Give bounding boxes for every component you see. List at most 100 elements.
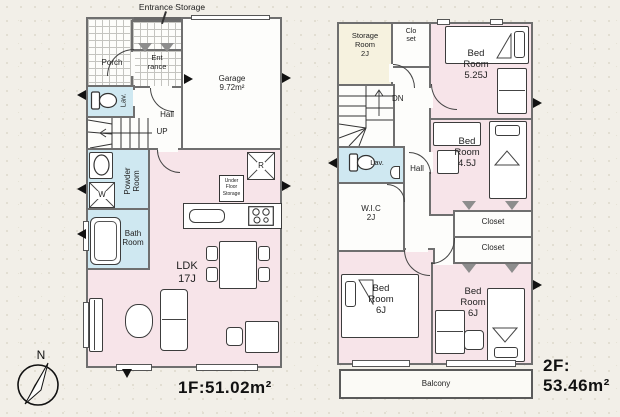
window <box>116 364 152 371</box>
bed-icon <box>487 288 525 362</box>
washer-icon: W <box>89 182 115 208</box>
vent-triangle-icon <box>122 369 132 378</box>
chair-icon <box>206 267 218 282</box>
label-ldk: LDK 17J <box>176 260 198 285</box>
blanket-fold <box>496 33 512 59</box>
desk-icon <box>437 150 459 174</box>
chair-icon <box>464 330 484 350</box>
garage-shutter <box>191 15 270 20</box>
room-closet-b <box>453 236 533 264</box>
compass-north-label: N <box>37 348 46 362</box>
label-up: UP <box>156 127 168 136</box>
label-closet-b: Closet <box>481 243 505 252</box>
label-lav-1f: Lav. <box>118 93 128 108</box>
label-porch: Porch <box>101 58 123 67</box>
label-garage: Garage 9.72m² <box>218 74 246 93</box>
closet-fold-icon <box>462 264 476 273</box>
label-bedroom-6-right: Bed Room 6J <box>460 286 486 320</box>
closet-fold-icon <box>138 43 152 52</box>
label-under-floor-storage: Under Floor Storage <box>222 178 241 197</box>
stairs-2f <box>337 84 395 148</box>
vent-triangle-icon <box>282 73 291 83</box>
desk-icon <box>497 68 527 114</box>
window <box>446 360 516 367</box>
room-entrance <box>131 49 183 88</box>
closet-fold-icon <box>160 43 174 52</box>
blanket-fold <box>358 279 374 305</box>
label-hall-2f: Hall <box>410 164 424 173</box>
window <box>83 302 89 348</box>
blanket-fold <box>492 327 518 343</box>
toilet-icon <box>348 153 376 172</box>
tv-board-icon <box>89 298 103 352</box>
sink-icon <box>89 152 113 179</box>
door-gap <box>389 64 393 82</box>
under-floor-storage-box: Under Floor Storage <box>219 175 244 202</box>
table-icon <box>125 304 153 338</box>
blanket-fold <box>494 150 520 166</box>
window <box>490 19 503 25</box>
fridge-mark-icon: R <box>247 152 275 180</box>
vent-triangle-icon <box>184 74 193 84</box>
stairs-icon <box>339 86 393 146</box>
label-wic: W.I.C 2J <box>361 204 381 223</box>
window <box>437 19 450 25</box>
door-gap <box>429 152 433 172</box>
label-storage-2f: Storage Room 2J <box>351 31 379 58</box>
vent-triangle-icon <box>328 158 337 168</box>
label-bedroom-525: Bed Room 5.25J <box>463 48 489 82</box>
compass-icon: N <box>17 348 59 406</box>
sofa-icon <box>160 289 188 351</box>
sink-icon <box>390 166 400 179</box>
room-storage-2f <box>337 22 393 90</box>
closet-fold-icon <box>462 201 476 210</box>
bed-icon <box>445 26 529 64</box>
vent-triangle-icon <box>77 184 86 194</box>
table-icon <box>219 241 257 289</box>
stairs-icon <box>88 118 152 148</box>
label-lav-2f: Lav. <box>370 158 384 167</box>
label-closet-top: Clo set <box>405 28 417 44</box>
chair-icon <box>258 246 270 261</box>
bed-icon <box>489 121 527 199</box>
desk-icon <box>245 321 279 353</box>
vent-triangle-icon <box>533 98 542 108</box>
chair-icon <box>226 327 243 346</box>
floor1-area-label: 1F:51.02m² <box>178 378 272 397</box>
closet-fold-icon <box>505 201 519 210</box>
vent-triangle-icon <box>533 280 542 290</box>
label-dn: DN <box>392 94 404 103</box>
pillow <box>345 281 356 307</box>
closet-fold-icon <box>505 264 519 273</box>
label-hall-1f: Hall <box>160 110 174 119</box>
vent-triangle-icon <box>77 90 86 100</box>
label-powder-room: Powder Room <box>123 167 142 195</box>
door-gap <box>133 90 137 106</box>
chair-icon <box>258 267 270 282</box>
washer-label: W <box>97 190 107 199</box>
balcony <box>339 369 533 399</box>
label-entrance-storage-callout: Entrance Storage <box>138 2 206 12</box>
label-entrance: Ent rance <box>147 53 167 71</box>
pillow <box>494 347 518 358</box>
window <box>352 360 410 367</box>
label-bedroom-45: Bed Room 4.5J <box>454 136 480 170</box>
chair-icon <box>206 246 218 261</box>
label-bedroom-6-left: Bed Room 6J <box>368 283 394 317</box>
door-gap <box>435 261 453 265</box>
shelf-icon <box>433 122 481 146</box>
floor2-area-label: 2F: 53.46m² <box>543 356 610 395</box>
toilet-icon <box>90 91 118 110</box>
stove-icon <box>248 206 274 226</box>
label-bath-room: Bath Room <box>122 229 144 248</box>
vent-triangle-icon <box>77 229 86 239</box>
sink-icon <box>189 209 225 223</box>
room-closet-top <box>391 22 431 68</box>
label-closet-a: Closet <box>481 217 505 226</box>
bed-icon <box>341 274 419 338</box>
pillow <box>495 125 520 136</box>
stairs-1f <box>88 118 156 148</box>
label-balcony: Balcony <box>421 379 451 388</box>
fridge-label: R <box>257 161 265 170</box>
